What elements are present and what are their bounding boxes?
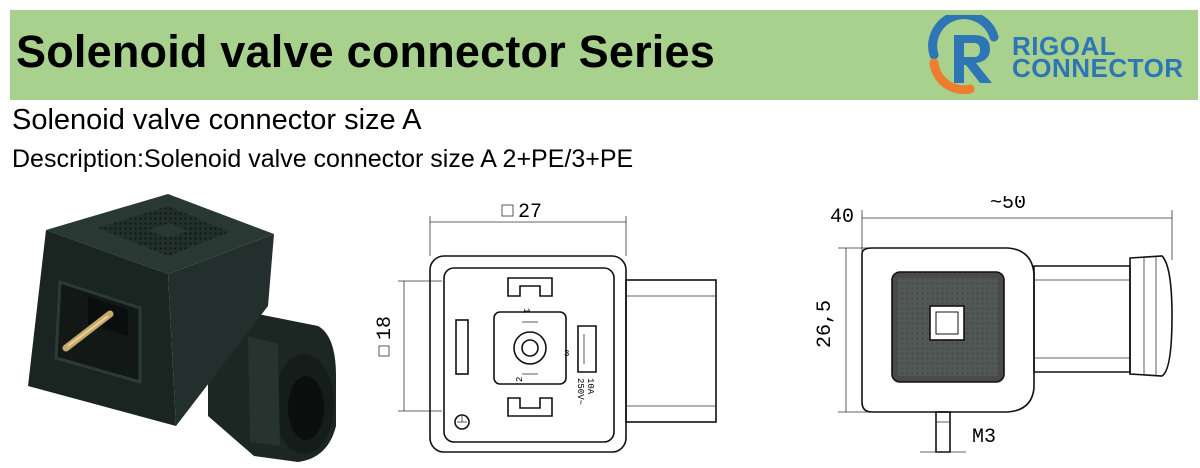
rating-voltage: 250V~ <box>575 378 585 405</box>
company-logo: RIGOAL CONNECTOR <box>920 13 1190 97</box>
square-symbol-icon <box>378 345 390 357</box>
logo-line-2: CONNECTOR <box>1012 53 1184 83</box>
rating-current: 10A <box>585 378 595 395</box>
side-view-drawing: 40 ~50 26,5 M3 <box>814 196 1173 453</box>
ground-symbol-icon <box>454 414 470 430</box>
square-symbol-icon <box>501 204 514 217</box>
pin-label-2: 2 <box>515 377 525 382</box>
width-label: 27 <box>518 201 542 224</box>
page-title: Solenoid valve connector Series <box>16 26 715 77</box>
pin-label-1: 1 <box>521 308 531 313</box>
left-dimension-label: 40 <box>830 206 854 229</box>
rigoal-logo-icon <box>928 15 999 95</box>
logo-text: RIGOAL CONNECTOR <box>1012 31 1184 83</box>
screw-label: M3 <box>972 426 996 449</box>
front-view-drawing: 27 18 1 2 3 10A 250V~ <box>374 201 717 453</box>
product-subtitle: Solenoid valve connector size A <box>12 104 422 136</box>
product-description: Description:Solenoid valve connector siz… <box>12 145 634 173</box>
height-dimension-label: 26,5 <box>814 300 837 348</box>
height-label: 18 <box>374 316 397 340</box>
product-photo <box>28 194 336 462</box>
logo-line-1: RIGOAL <box>1012 31 1117 61</box>
length-dimension-label: ~50 <box>990 196 1026 215</box>
pin-label-3: 3 <box>564 349 569 359</box>
header-banner: Solenoid valve connector Series RIGOAL C… <box>10 10 1198 100</box>
